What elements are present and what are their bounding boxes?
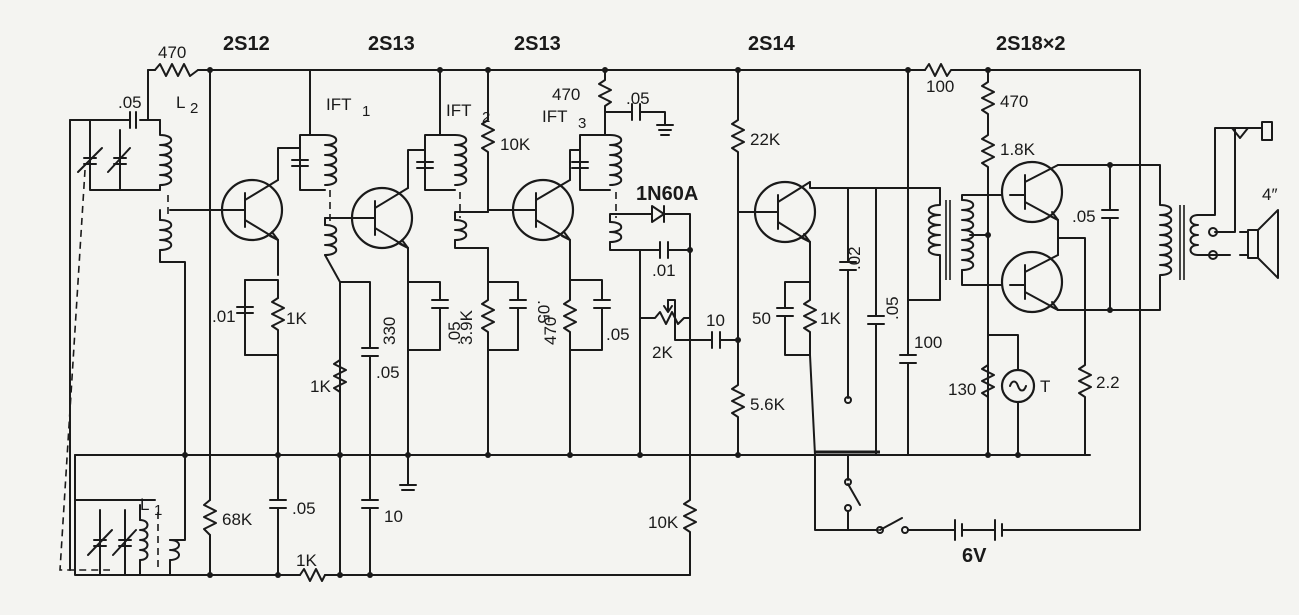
resistor-470-top-label: 470 xyxy=(158,43,186,62)
ift3-label: IFT xyxy=(542,107,568,126)
ift1-sub: 1 xyxy=(362,103,370,120)
ift2: IFT 2 xyxy=(416,69,490,249)
transistor-q2: 2S13 1K .05 10 330 .05 xyxy=(310,33,464,576)
cap-10-q2-label: 10 xyxy=(384,507,403,526)
antenna-section: .05 L 2 xyxy=(59,93,198,571)
cap-50-label: 50 xyxy=(752,309,771,328)
r330-label: 330 xyxy=(380,317,399,345)
speaker-label: 4″ xyxy=(1262,185,1277,204)
thermistor-label: T xyxy=(1040,377,1050,396)
transistor-q3: 2S13 10K 3.9K .05 470 .05 xyxy=(457,33,630,456)
cap-05-ant-label: .05 xyxy=(118,93,142,112)
ift1-label: IFT xyxy=(326,95,352,114)
cap-05-q2-label: .05 xyxy=(376,363,400,382)
r470-out-label: 470 xyxy=(1000,92,1028,111)
q2-label: 2S13 xyxy=(368,33,415,55)
r100-label: 100 xyxy=(926,77,954,96)
resistor-470-top: 470 xyxy=(154,43,199,77)
cap-01-q1-label: .01 xyxy=(212,307,236,326)
battery-label: 6V xyxy=(962,545,987,567)
cap-01-det-label: .01 xyxy=(652,261,676,280)
r470-det-label: 470 xyxy=(552,85,580,104)
r1k-q2-label: 1K xyxy=(310,377,331,396)
ift2-sub: 2 xyxy=(482,109,490,126)
r2-2-label: 2.2 xyxy=(1096,373,1120,392)
r10k-q3-label: 10K xyxy=(500,135,531,154)
r2k-label: 2K xyxy=(652,343,673,362)
r470-q3-label: 470 xyxy=(541,317,560,345)
ift3-detector: IFT 3 470 .05 1N60A .01 2K 10 10K xyxy=(542,69,739,576)
diode-label: 1N60A xyxy=(636,183,698,205)
r1-8k-label: 1.8K xyxy=(1000,140,1036,159)
ift1: IFT 1 xyxy=(291,69,370,456)
q4-label: 2S14 xyxy=(748,33,796,55)
resistor-1k-bottom: 1K xyxy=(296,551,326,582)
transistor-q1: 2S12 68K .01 1K .05 xyxy=(169,33,316,576)
q5-label: 2S18×2 xyxy=(996,33,1066,55)
coil-l1: L 1 xyxy=(74,454,211,576)
coil-l1-label: L xyxy=(140,495,149,514)
driver-transformer xyxy=(907,187,1011,456)
ift3-sub: 3 xyxy=(578,115,586,132)
r130-label: 130 xyxy=(948,380,976,399)
cap-05-q1-label: .05 xyxy=(292,499,316,518)
r22k-label: 22K xyxy=(750,130,781,149)
r10k-det-label: 10K xyxy=(648,513,679,532)
power-switch-battery: 6V xyxy=(814,389,1003,567)
r68k-label: 68K xyxy=(222,510,253,529)
r5-6k-label: 5.6K xyxy=(750,395,786,414)
r3-9k-label: 3.9K xyxy=(457,309,476,345)
coil-l1-sub: 1 xyxy=(154,502,162,519)
cap-05-det-label: .05 xyxy=(626,89,650,108)
transistor-q4: 2S14 22K 5.6K 50 1K .02 .05 100 xyxy=(731,33,942,456)
junction-dots xyxy=(182,67,1113,578)
cap-05-q2b-label: .05 xyxy=(445,321,464,345)
ground-rail xyxy=(74,450,1091,456)
cap-05-q4-label: .05 xyxy=(883,296,902,320)
q3-label: 2S13 xyxy=(514,33,561,55)
cap-05-q3-label: .05 xyxy=(534,300,553,324)
ift2-label: IFT xyxy=(446,101,472,120)
cap-10-det-label: 10 xyxy=(706,311,725,330)
cap-02-label: .02 xyxy=(845,246,864,270)
cap-100-label: 100 xyxy=(914,333,942,352)
cap-05-q3b-label: .05 xyxy=(606,325,630,344)
r1k-q4-label: 1K xyxy=(820,309,841,328)
cap-05-out-label: .05 xyxy=(1072,207,1096,226)
coil-l2-sub: 2 xyxy=(190,100,198,117)
resistor-100: 100 xyxy=(924,63,956,96)
output-stage: 2S18×2 470 1.8K .05 2.2 130 T xyxy=(948,33,1279,531)
r1k-q1-label: 1K xyxy=(286,309,307,328)
coil-l2-label: L xyxy=(176,93,185,112)
r1k-bottom-label: 1K xyxy=(296,551,317,570)
q1-label: 2S12 xyxy=(223,33,270,55)
